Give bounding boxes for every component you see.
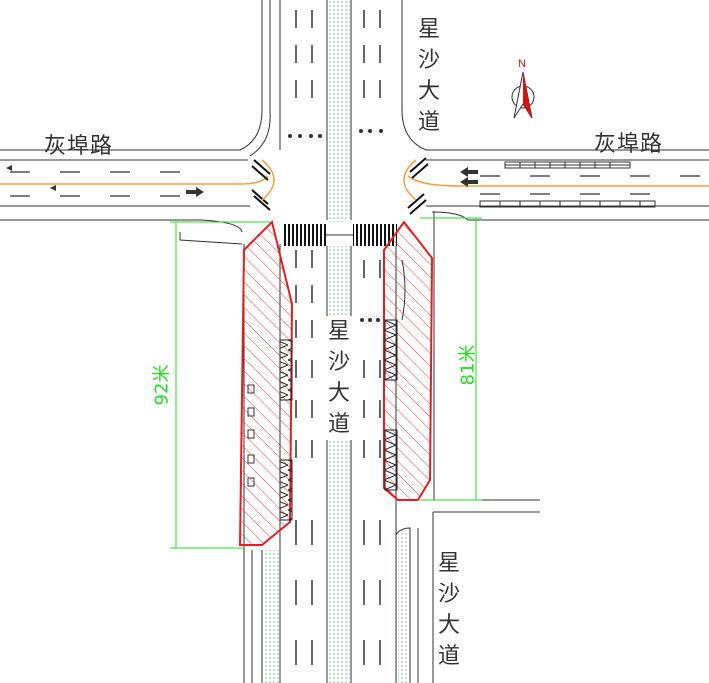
north-letter: N [518,58,526,70]
south-arrows [360,318,380,322]
west-road [0,159,250,245]
road-label-north: 星沙大道 [416,14,442,138]
east-road [426,159,709,221]
road-label-east: 灰埠路 [594,132,664,157]
side-strip-right [398,530,409,683]
west-centerline [0,175,269,185]
dimension-right [420,217,482,501]
crosswalk-south-right [353,224,397,246]
dimension-left [170,221,270,549]
dimension-label-left: 92米 [151,364,173,406]
south-lane-dashes [295,250,381,665]
dimension-label-right: 81米 [457,344,479,386]
side-strip-left [263,550,279,683]
median-north [328,0,350,222]
north-lane-dashes [295,10,381,98]
crosswalk-south-left [282,224,326,246]
west-lane-dashes [10,171,180,197]
east-arrows [460,167,478,187]
east-lane-dashes [480,175,700,195]
east-centerline [407,175,709,187]
north-arrows [288,129,383,138]
road-label-middle: 星沙大道 [326,316,352,440]
west-arrows [6,165,204,197]
north-arrow-icon [511,71,535,119]
road-label-west: 灰埠路 [44,134,114,159]
north-road [0,0,709,220]
road-label-south: 星沙大道 [436,548,462,672]
hatch-zone-right [383,220,434,501]
hatch-zone-left [238,220,294,546]
east-boxes [479,161,656,208]
median-south [328,246,350,683]
